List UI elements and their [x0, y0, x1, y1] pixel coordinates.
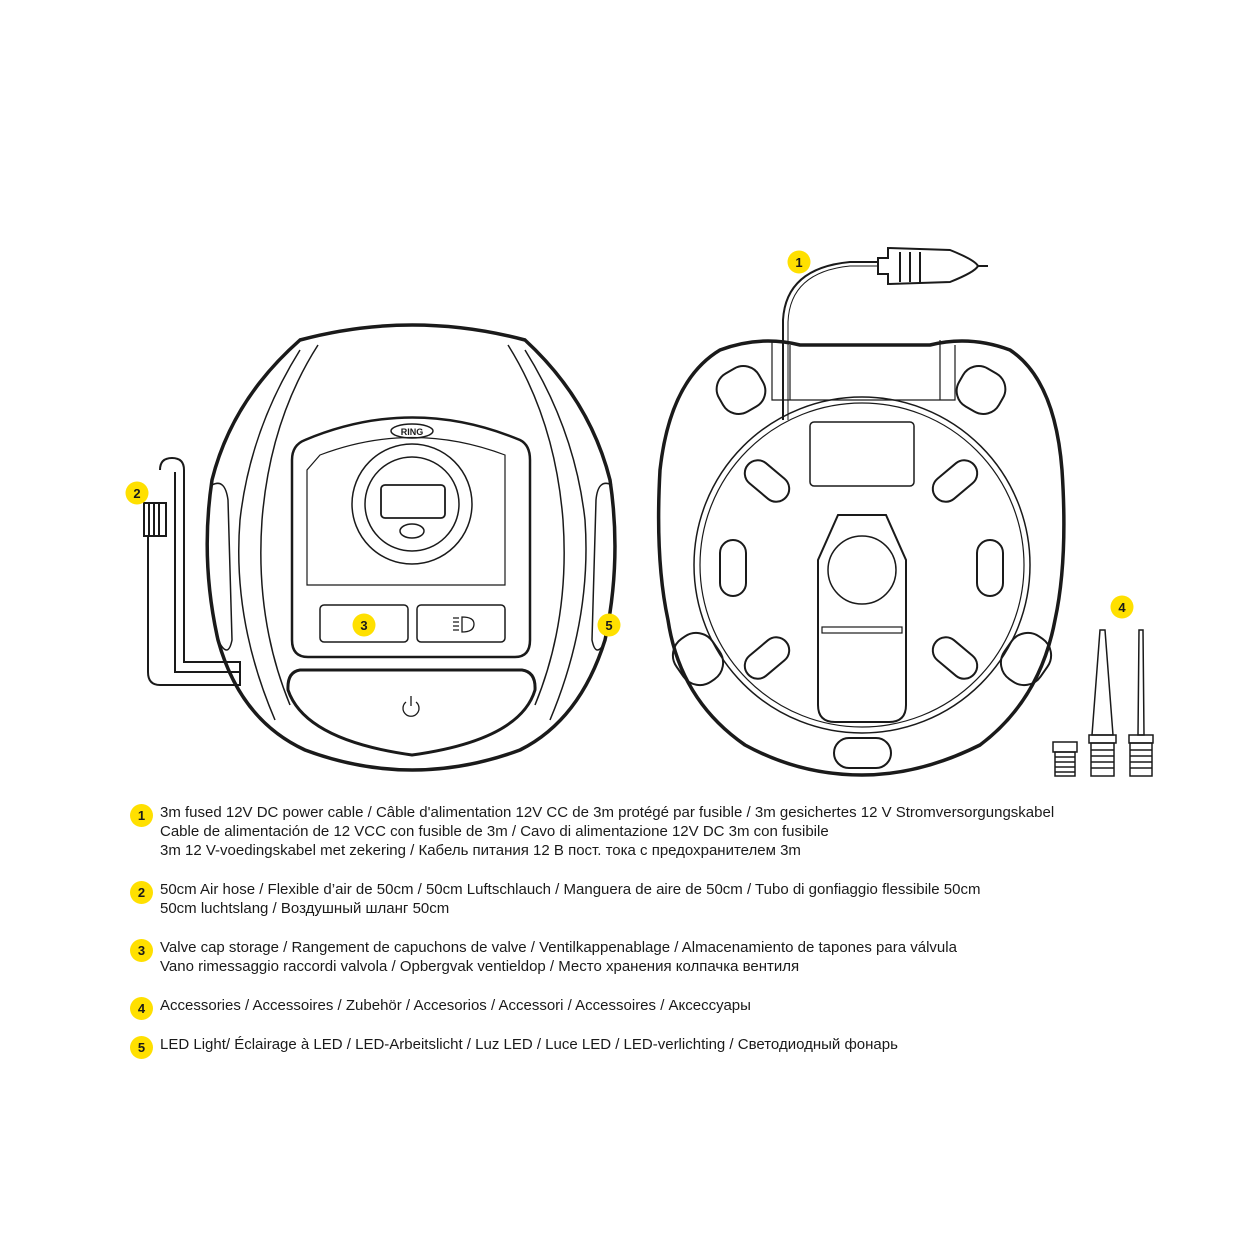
digital-display — [380, 484, 446, 519]
accessories — [1052, 629, 1154, 777]
svg-text:5: 5 — [605, 618, 612, 633]
legend-text: Vano rimessaggio raccordi valvola / Opbe… — [160, 958, 800, 975]
number-badge: 4 — [130, 997, 153, 1020]
valve-adapter — [1052, 741, 1078, 777]
air-hose — [143, 456, 241, 686]
number-badge: 3 — [130, 939, 153, 962]
legend-text: 3m fused 12V DC power cable / Câble d'al… — [160, 804, 1055, 821]
callout-2: 2 — [125, 481, 149, 505]
callout-3: 3 — [352, 613, 376, 637]
hose-compartment — [817, 514, 907, 723]
legend-item-2: 2 50cm Air hose / Flexible d’air de 50cm… — [130, 880, 1130, 918]
callout-1: 1 — [787, 250, 811, 274]
legend-text: 50cm Air hose / Flexible d’air de 50cm /… — [160, 881, 981, 898]
legend-text: 3m 12 V-voedingskabel met zekering / Каб… — [160, 842, 801, 859]
compressor-back-view — [656, 246, 1066, 777]
callout-4: 4 — [1110, 595, 1134, 619]
number-badge: 1 — [130, 804, 153, 827]
display-button — [399, 523, 425, 539]
svg-text:1: 1 — [795, 255, 802, 270]
svg-text:4: 4 — [1118, 600, 1126, 615]
product-diagram: RING — [125, 246, 1154, 777]
valve-cap-storage-button — [319, 604, 409, 643]
legend-text: Cable de alimentación de 12 VCC con fusi… — [160, 823, 829, 840]
back-body-outline — [656, 339, 1066, 777]
legend-text: LED Light/ Éclairage à LED / LED-Arbeits… — [160, 1036, 898, 1053]
svg-text:2: 2 — [133, 486, 140, 501]
power-icon — [402, 696, 420, 717]
cone-adapter — [1088, 629, 1117, 777]
front-body-outline — [205, 323, 617, 772]
needle-adapter — [1128, 629, 1154, 777]
12v-plug — [877, 246, 980, 286]
control-panel — [290, 416, 532, 659]
led-light-button — [416, 604, 506, 643]
legend-text: Valve cap storage / Rangement de capucho… — [160, 939, 957, 956]
number-badge: 5 — [130, 1036, 153, 1059]
legend-item-4: 4 Accessories / Accessoires / Zubehör / … — [130, 996, 1130, 1020]
ring-logo: RING — [401, 427, 424, 437]
legend-text: Accessories / Accessoires / Zubehör / Ac… — [160, 997, 751, 1014]
number-badge: 2 — [130, 881, 153, 904]
callout-5: 5 — [597, 613, 621, 637]
led-light-icon — [453, 616, 475, 633]
legend-item-5: 5 LED Light/ Éclairage à LED / LED-Arbei… — [130, 1035, 1130, 1059]
svg-text:3: 3 — [360, 618, 367, 633]
power-button-panel — [286, 668, 537, 757]
legend-item-1: 1 3m fused 12V DC power cable / Câble d'… — [130, 803, 1130, 860]
legend: 1 3m fused 12V DC power cable / Câble d'… — [130, 803, 1130, 1074]
legend-item-3: 3 Valve cap storage / Rangement de capuc… — [130, 938, 1130, 976]
legend-text: 50cm luchtslang / Воздушный шланг 50cm — [160, 900, 450, 917]
power-cable — [782, 246, 988, 420]
compressor-front-view: RING — [143, 323, 617, 772]
